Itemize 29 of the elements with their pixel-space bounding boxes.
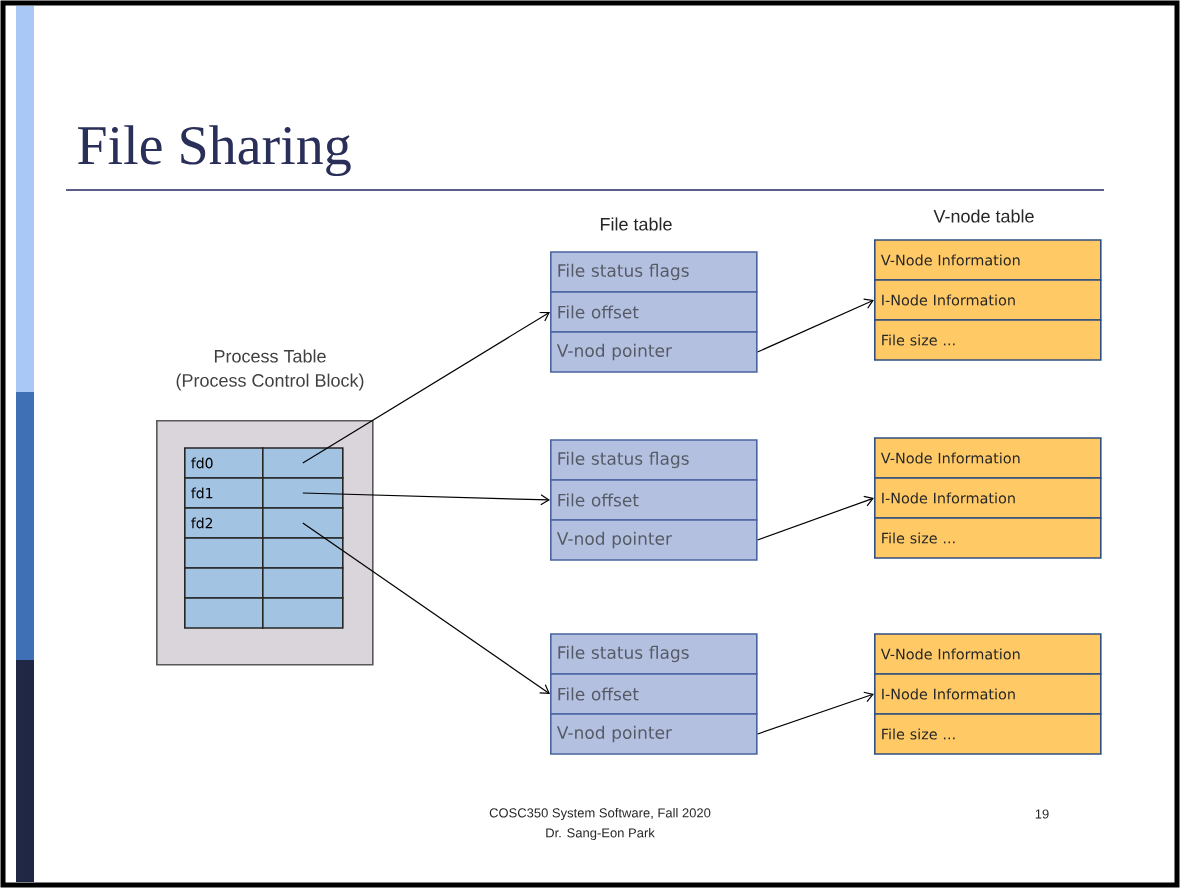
table-cell <box>262 477 344 509</box>
table-heading: Process Table <box>214 349 326 363</box>
file-table-row: File status flags <box>550 439 758 481</box>
arrow <box>757 298 874 353</box>
arrow <box>302 522 550 694</box>
arrow <box>302 492 550 506</box>
table-title: File table <box>600 217 672 231</box>
arrow <box>757 495 874 541</box>
table-cell <box>262 597 344 629</box>
file-table-row: V-nod pointer <box>550 331 758 373</box>
slide-title: File Sharing <box>78 125 351 177</box>
table-cell <box>262 507 344 539</box>
table-cell <box>262 537 344 569</box>
file-table-row: V-nod pointer <box>550 519 758 561</box>
table-cell <box>184 537 264 569</box>
table-cell <box>184 597 264 629</box>
arrow <box>302 311 550 464</box>
table-heading: (Process Control Block) <box>176 373 364 391</box>
file-table-row: File status flags <box>550 633 758 675</box>
file-table-row: File status flags <box>550 251 758 293</box>
file-table-row: File offset <box>550 673 758 715</box>
file-table-row: File offset <box>550 291 758 333</box>
file-table-row: V-nod pointer <box>550 713 758 755</box>
table-title: V-node table <box>933 209 1034 223</box>
table-cell <box>262 447 344 479</box>
table-cell <box>262 567 344 599</box>
table-cell <box>184 567 264 599</box>
file-table-row: File offset <box>550 479 758 521</box>
arrow <box>757 691 874 735</box>
